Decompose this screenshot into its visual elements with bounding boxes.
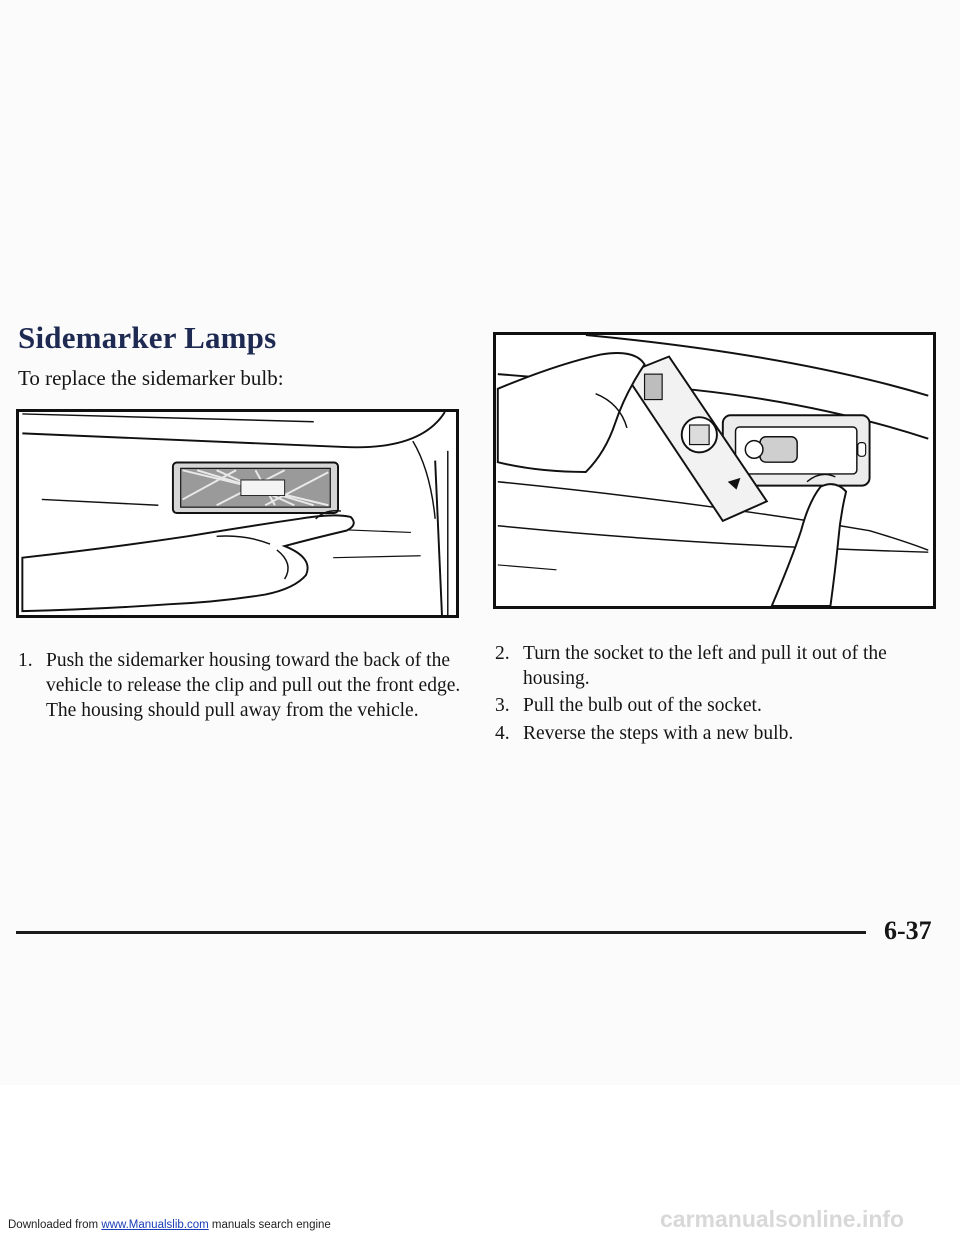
step-text: Reverse the steps with a new bulb. bbox=[523, 723, 794, 744]
download-footer-band bbox=[0, 1085, 960, 1242]
manualslib-link[interactable]: www.Manualslib.com bbox=[101, 1219, 209, 1231]
footer-prefix: Downloaded from bbox=[8, 1219, 102, 1231]
site-watermark: carmanualsonline.info bbox=[660, 1206, 905, 1232]
step-text: Turn the socket to the left and pull it … bbox=[523, 643, 887, 689]
intro-text: To replace the sidemarker bulb: bbox=[18, 366, 284, 390]
step-text: Pull the bulb out of the socket. bbox=[523, 695, 762, 716]
step-number: 4. bbox=[495, 723, 510, 744]
step-number: 2. bbox=[495, 643, 510, 664]
step-3: 3. Pull the bulb out of the socket. bbox=[495, 693, 895, 718]
footer-rule bbox=[16, 931, 866, 934]
download-footer: Downloaded from www.Manualslib.com manua… bbox=[8, 1219, 331, 1231]
step-2: 2. Turn the socket to the left and pull … bbox=[495, 641, 895, 691]
step-text: Push the sidemarker housing toward the b… bbox=[46, 650, 461, 721]
page-title: Sidemarker Lamps bbox=[18, 320, 277, 355]
sidemarker-push-illustration bbox=[16, 409, 459, 618]
step-number: 1. bbox=[18, 650, 33, 671]
step-number: 3. bbox=[495, 695, 510, 716]
socket-removal-drawing bbox=[496, 335, 932, 606]
step-1: 1. Push the sidemarker housing toward th… bbox=[18, 648, 468, 723]
socket-removal-illustration bbox=[493, 332, 936, 609]
manual-page: Sidemarker Lamps To replace the sidemark… bbox=[16, 320, 936, 945]
step-4: 4. Reverse the steps with a new bulb. bbox=[495, 721, 895, 746]
page-number: 6-37 bbox=[884, 916, 932, 945]
footer-suffix: manuals search engine bbox=[208, 1219, 331, 1231]
sidemarker-push-drawing bbox=[21, 412, 453, 615]
